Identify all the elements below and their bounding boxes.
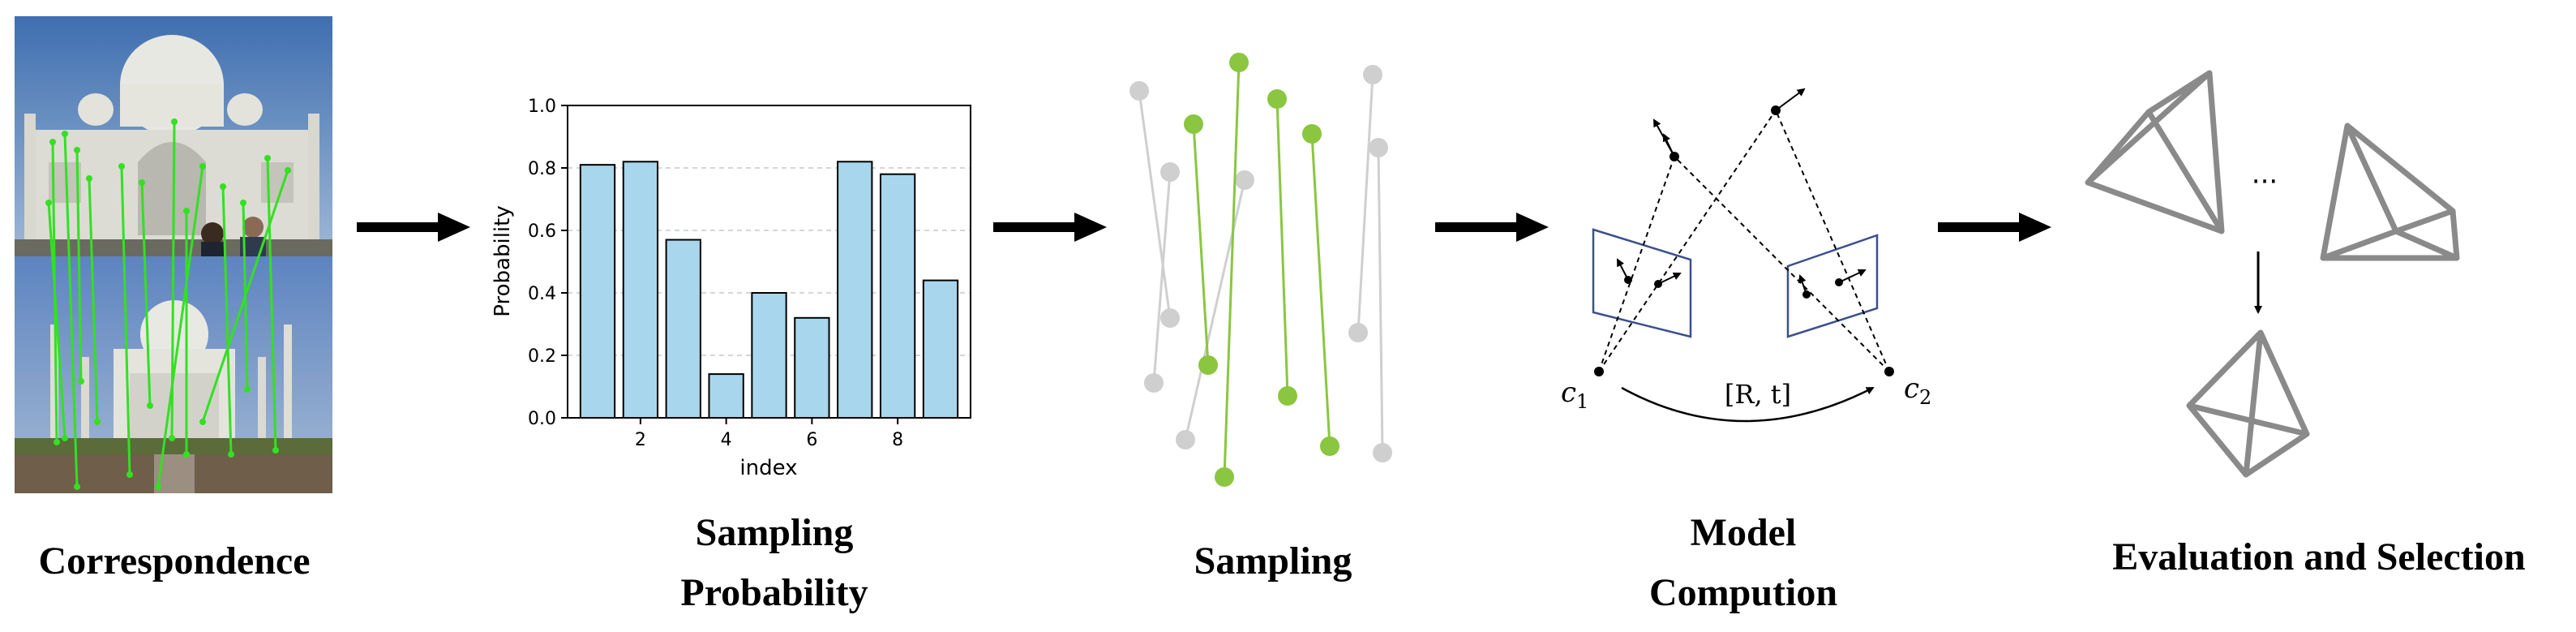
camera2-label: c: [1904, 372, 1919, 405]
caption-sampling-probability: Sampling Probability: [680, 511, 868, 614]
chart-yticks: 0.0 0.2 0.4 0.6 0.8 1.0: [528, 97, 568, 429]
svg-text:c2: c2: [1904, 372, 1931, 409]
chart-xticks: 2 4 6 8: [635, 418, 903, 450]
arrow-4: [1938, 213, 2051, 242]
caption-sampling: Sampling: [1194, 540, 1352, 583]
chart-frame: [567, 105, 971, 419]
chart-ytick-label: 0.6: [528, 221, 556, 242]
image-planes: [1592, 228, 1879, 338]
stage-arrows: [357, 213, 2051, 242]
transform-label: [R, t]: [1725, 379, 1791, 410]
chart-bar: [879, 173, 916, 419]
chart-ytick-label: 1.0: [528, 97, 556, 117]
transform-arc: [1621, 386, 1875, 423]
image-plane-right: [1786, 234, 1879, 338]
arrow-2: [993, 213, 1107, 242]
chart-bar: [665, 239, 701, 419]
caption-correspondence: Correspondence: [38, 540, 311, 583]
chart-bar: [794, 316, 830, 419]
probability-chart: 0.0 0.2 0.4 0.6 0.8 1.0 2 4 6 8 index Probabilit…: [491, 97, 971, 480]
chart-bar: [837, 161, 873, 419]
chart-ytick-label: 0.0: [528, 409, 556, 429]
camera1-subscript: 1: [1576, 390, 1588, 413]
chart-ytick-label: 0.8: [528, 159, 556, 179]
correspondence-points: [45, 118, 291, 490]
ellipsis: ···: [2252, 166, 2278, 198]
chart-bar: [579, 164, 616, 419]
chart-bar: [922, 279, 959, 419]
chart-bar: [708, 373, 744, 419]
arrow-1: [357, 213, 470, 242]
svg-text:c1: c1: [1561, 376, 1588, 413]
chart-ytick-label: 0.4: [528, 284, 556, 304]
chart-xtick-label: 2: [635, 430, 646, 450]
chart-xlabel: index: [739, 456, 797, 480]
correspondence-lines: [47, 121, 289, 488]
sampling-illustration: [1129, 53, 1392, 487]
selected-model: [2186, 329, 2310, 478]
chart-xtick-label: 8: [892, 430, 903, 450]
chart-ytick-label: 0.2: [528, 346, 556, 367]
evaluation-shapes: [2085, 70, 2460, 478]
chart-xtick-label: 4: [721, 430, 732, 450]
outlier-lines: [1138, 74, 1384, 454]
camera-center-1: [1594, 367, 1604, 376]
chart-xtick-label: 6: [806, 430, 817, 450]
correspondence-images: [15, 16, 332, 493]
camera2-subscript: 2: [1919, 386, 1931, 409]
chart-bar: [751, 292, 787, 419]
outlier-points: [1129, 65, 1392, 462]
direction-arrows: [1617, 88, 1867, 295]
camera-center-2: [1884, 367, 1894, 376]
caption-model-computation: Model Compution: [1648, 511, 1838, 614]
bottom-photo: [15, 256, 332, 493]
projection-rays: [1598, 110, 1890, 372]
camera1-label: c: [1561, 376, 1576, 409]
chart-bars: [579, 161, 959, 419]
inlier-points: [1184, 53, 1339, 487]
model-computation: c1 c2 [R, t]: [1561, 88, 1931, 423]
inlier-lines: [1192, 62, 1331, 478]
arrow-3: [1435, 213, 1549, 242]
candidate-model-2: [2320, 123, 2460, 261]
chart-ylabel: Probability: [491, 205, 515, 316]
candidate-model-1: [2085, 70, 2225, 234]
model-points: [1594, 105, 1894, 376]
caption-evaluation-selection: Evaluation and Selection: [2112, 535, 2526, 578]
image-plane-left: [1592, 228, 1692, 338]
chart-bar: [622, 161, 659, 419]
